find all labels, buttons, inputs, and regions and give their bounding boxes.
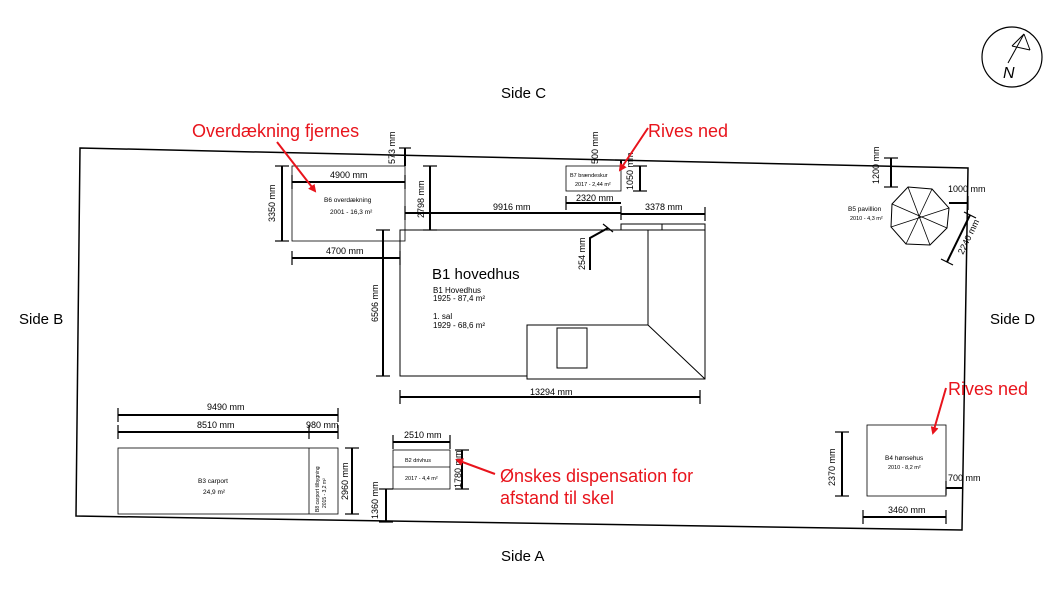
b1-line4: 1929 - 68,6 m² (433, 321, 485, 330)
dim-1000: 1000 mm (948, 184, 986, 194)
b5-name: B5 pavillion (848, 206, 882, 213)
dim-1360: 1360 mm (370, 481, 380, 519)
dim-3460: 3460 mm (888, 505, 926, 515)
dim-6506: 6506 mm (370, 284, 380, 322)
dim-500: 500 mm (590, 131, 600, 164)
dim-9916: 9916 mm (493, 202, 531, 212)
annotation-dispensation: Ønskes dispensation for afstand til skel (455, 458, 693, 508)
dim-9490: 9490 mm (207, 402, 245, 412)
property-boundary (75, 147, 969, 531)
b2-info: 2017 - 4,4 m² (405, 476, 438, 482)
b1-line2: 1925 - 87,4 m² (433, 294, 485, 303)
b1-heading: B1 hovedhus (432, 266, 520, 283)
annotation-dispensation-line1: Ønskes dispensation for (500, 466, 693, 486)
annotation-rives-ned-right-text: Rives ned (948, 379, 1028, 399)
b7-name: B7 brændeskur (570, 173, 608, 179)
dim-254: 254 mm (577, 237, 587, 270)
building-b6: B6 overdækning 2001 - 16,3 m² (291, 165, 406, 242)
b2-name: B2 drivhus (405, 458, 431, 464)
annotation-rives-ned-top: Rives ned (618, 121, 728, 172)
building-b3: B3 carport 24,9 m² B8 carport tilbygning… (117, 447, 339, 515)
dim-1050: 1050 mm (625, 152, 635, 190)
annotation-dispensation-line2: afstand til skel (500, 488, 614, 508)
dim-2960: 2960 mm (340, 462, 350, 500)
building-b7: B7 brændeskur 2017 - 2,44 m² (565, 165, 622, 192)
b7-info: 2017 - 2,44 m² (575, 182, 611, 188)
dim-4900: 4900 mm (330, 170, 368, 180)
b1-line3: 1. sal (433, 312, 452, 321)
side-d-label: Side D (990, 311, 1035, 328)
side-c-label: Side C (501, 85, 546, 102)
building-b1: B1 hovedhus B1 Hovedhus 1925 - 87,4 m² 1… (399, 223, 706, 380)
dimension-lines (117, 147, 977, 524)
dim-3378: 3378 mm (645, 202, 683, 212)
dim-980: 980 mm (306, 420, 339, 430)
dim-2370: 2370 mm (827, 448, 837, 486)
b3-name: B3 carport (198, 478, 228, 485)
b5-info: 2010 - 4,3 m² (850, 216, 883, 222)
b1-line1: B1 Hovedhus (433, 286, 481, 295)
dim-2510: 2510 mm (404, 430, 442, 440)
side-a-label: Side A (501, 548, 544, 565)
b6-name: B6 overdækning (324, 197, 372, 204)
b4-info: 2010 - 8,2 m² (888, 465, 921, 471)
b3-info: 24,9 m² (203, 489, 226, 496)
b6-info: 2001 - 16,3 m² (330, 209, 373, 216)
annotation-rives-ned-top-text: Rives ned (648, 121, 728, 141)
building-b4: B4 hønsehus 2010 - 8,2 m² (866, 424, 947, 497)
b4-name: B4 hønsehus (885, 455, 924, 462)
annotation-overdaekning: Overdækning fjernes (192, 121, 359, 193)
dim-1780: 1780 mm (453, 450, 463, 488)
dim-1200: 1200 mm (871, 146, 881, 184)
dim-573: 573 mm (387, 131, 397, 164)
dim-4700: 4700 mm (326, 246, 364, 256)
compass-icon: N (981, 26, 1043, 88)
compass-label: N (1003, 65, 1015, 82)
dim-8510: 8510 mm (197, 420, 235, 430)
dim-2798: 2798 mm (416, 180, 426, 218)
side-b-label: Side B (19, 311, 63, 328)
annotation-overdaekning-text: Overdækning fjernes (192, 121, 359, 141)
building-b2: B2 drivhus 2017 - 4,4 m² (392, 449, 451, 490)
dim-700: 700 mm (948, 473, 981, 483)
b8-line1: B8 carport tilbygning (315, 466, 321, 512)
dim-13294: 13294 mm (530, 387, 573, 397)
building-b5: B5 pavillion 2010 - 4,3 m² (848, 186, 950, 246)
annotation-rives-ned-right: Rives ned (930, 379, 1028, 435)
b8-line2: 2015 - 3,2 m² (322, 478, 328, 508)
dim-2320: 2320 mm (576, 193, 614, 203)
dim-3350: 3350 mm (267, 184, 277, 222)
